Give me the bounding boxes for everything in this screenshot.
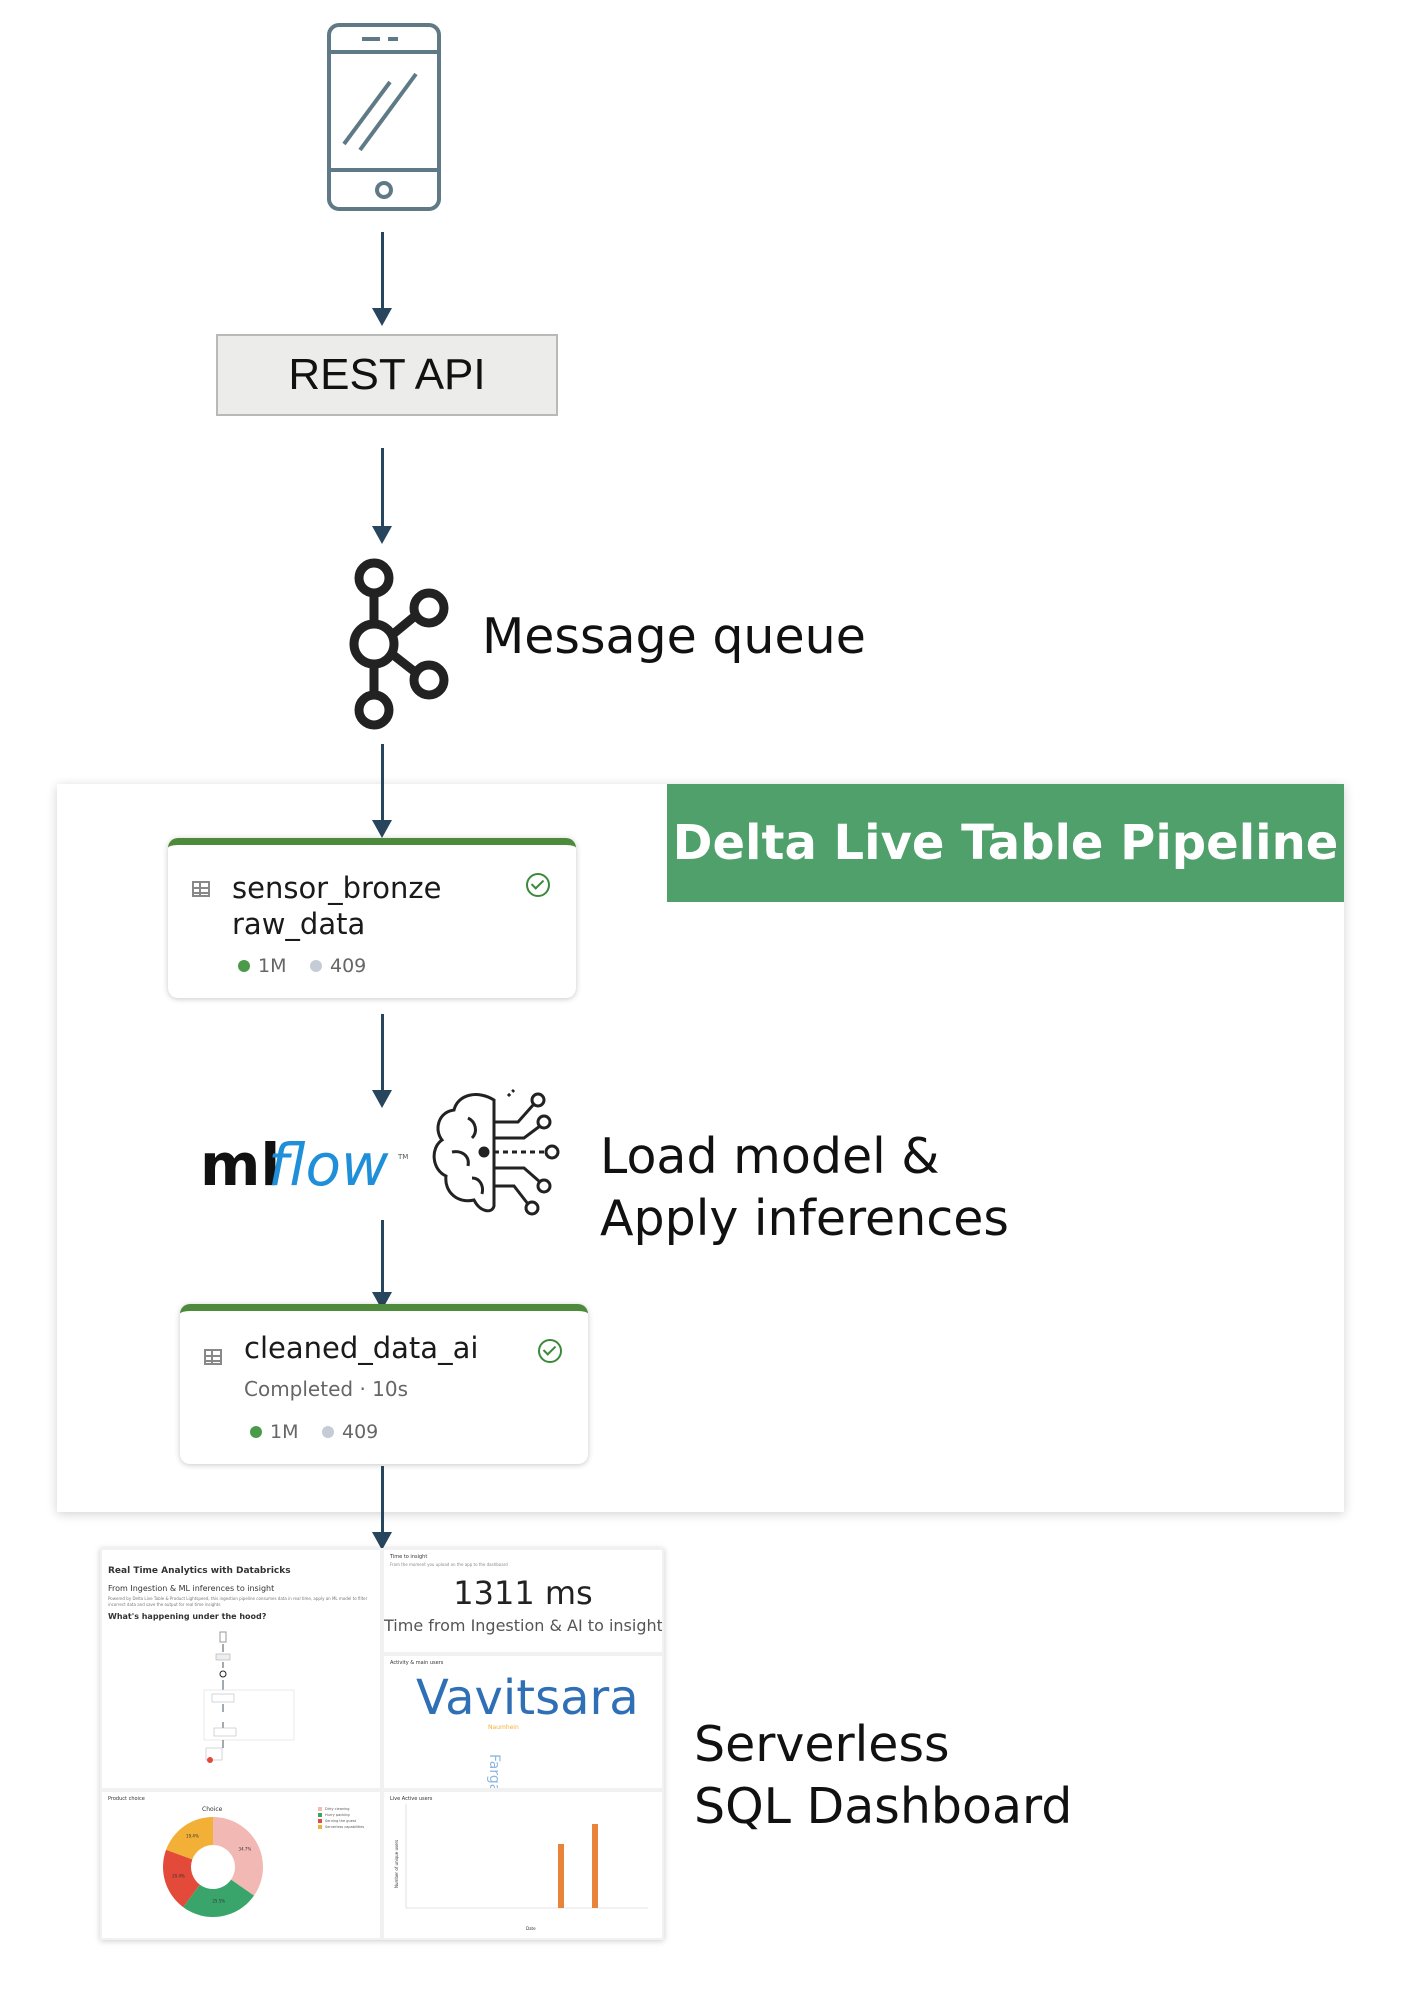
pie-legend-item: Hurry packing (318, 1812, 364, 1818)
status-dot-green-icon (250, 1426, 262, 1438)
pipeline-title: Delta Live Table Pipeline (672, 815, 1339, 871)
legend-label: Serverless capabilities (325, 1825, 365, 1829)
pie-slice-label: 25.5% (212, 1899, 225, 1904)
bar-y-axis-label: Number of unique users (394, 1839, 399, 1888)
message-queue-icon (349, 558, 449, 730)
pie-chart: 34.7% 25.5% 20.4% 19.4% (163, 1817, 263, 1917)
completed-check-icon (538, 1339, 562, 1363)
dashboard-subtitle: From Ingestion & ML inferences to insigh… (108, 1584, 275, 1593)
word-cloud-vertical-word: Fargani (486, 1754, 502, 1788)
node-name: sensor_bronze (232, 871, 442, 905)
legend-swatch (318, 1819, 322, 1823)
pie-title: Choice (202, 1806, 223, 1813)
live-active-users-tile: Live Active users Number of unique users… (384, 1792, 662, 1938)
stat-value: 1M (258, 955, 287, 977)
metric-label: Time from Ingestion & AI to insight (384, 1616, 662, 1635)
pie-tile-header: Product choice (108, 1796, 145, 1802)
node-status: Completed · 10s (244, 1377, 409, 1401)
message-queue-label: Message queue (482, 608, 866, 665)
product-choice-tile: Product choice Choice 34.7% 25.5% 20.4% 19.… (102, 1792, 380, 1938)
mlflow-logo: ml flow TM (200, 1131, 408, 1199)
arrow-api-to-queue (372, 448, 392, 544)
stat-value: 1M (270, 1421, 299, 1443)
bar-mark (592, 1824, 598, 1908)
stat-value: 409 (330, 955, 367, 977)
pipeline-node-sensor-bronze[interactable]: sensor_bronze raw_data 1M 409 (168, 838, 576, 998)
node-name: cleaned_data_ai (244, 1331, 479, 1365)
completed-check-icon (526, 873, 550, 897)
dashboard-question: What's happening under the hood? (108, 1612, 267, 1621)
users-word-cloud-tile: Activity & main users Vavitsara Naumhein… (384, 1656, 662, 1788)
pie-legend-item: Dirty cleaning (318, 1806, 364, 1812)
sql-dashboard-thumbnail[interactable]: Real Time Analytics with Databricks From… (100, 1548, 664, 1940)
word-cloud-main-word: Vavitsara (416, 1670, 639, 1726)
node-stat-rows: 1M (238, 955, 286, 977)
legend-label: Hurry packing (325, 1813, 350, 1817)
pipeline-title-banner: Delta Live Table Pipeline (667, 784, 1344, 902)
pipeline-node-cleaned-data-ai[interactable]: cleaned_data_ai Completed · 10s 1M 409 (180, 1304, 588, 1464)
model-label-line2: Apply inferences (600, 1190, 1009, 1247)
bar-tile-header: Live Active users (390, 1796, 433, 1802)
arrow-phone-to-api (372, 232, 392, 326)
mlflow-tm-text: TM (397, 1153, 408, 1161)
pie-slice-label: 19.4% (186, 1833, 199, 1838)
pie-slice (183, 1879, 254, 1917)
arrow-model-to-clean (372, 1220, 392, 1310)
bar-x-axis-label: Date (526, 1926, 536, 1931)
status-dot-green-icon (238, 960, 250, 972)
dashboard-label-line2: SQL Dashboard (694, 1778, 1073, 1835)
dashboard-info-tile: Real Time Analytics with Databricks From… (102, 1550, 380, 1788)
rest-api-box: REST API (216, 334, 558, 416)
word-cloud-small-word: Naumhein (488, 1724, 519, 1731)
pie-legend-item: Serving the guest (318, 1818, 364, 1824)
legend-swatch (318, 1807, 322, 1811)
bar-chart-plot (405, 1804, 648, 1909)
legend-swatch (318, 1825, 322, 1829)
dashboard-label-line1: Serverless (694, 1716, 950, 1773)
node-subname: raw_data (232, 907, 366, 941)
model-label-line1: Load model & (600, 1128, 940, 1185)
bar-mark (558, 1844, 564, 1908)
table-icon (192, 881, 210, 897)
mlflow-flow-text: flow (268, 1131, 389, 1199)
arrow-queue-to-bronze (372, 744, 392, 838)
pie-slice (166, 1817, 213, 1860)
table-icon (204, 1349, 222, 1365)
time-to-insight-tile: Time to insight From the moment you uplo… (384, 1550, 662, 1652)
pie-slice-label: 34.7% (239, 1846, 252, 1851)
legend-swatch (318, 1813, 322, 1817)
rest-api-label: REST API (288, 350, 486, 399)
pie-legend-item: Serverless capabilities (318, 1824, 364, 1830)
pie-slice-label: 20.4% (172, 1873, 185, 1878)
metric-value: 1311 ms (453, 1574, 593, 1612)
pie-slice (163, 1849, 200, 1908)
metric-header: Time to insight (390, 1554, 428, 1560)
status-dot-gray-icon (310, 960, 322, 972)
node-stat-dropped: 409 (310, 955, 366, 977)
legend-label: Serving the guest (325, 1819, 357, 1823)
arrow-clean-to-dashboard (372, 1466, 392, 1550)
dashboard-title: Real Time Analytics with Databricks (108, 1566, 291, 1576)
legend-label: Dirty cleaning (325, 1807, 350, 1811)
dashboard-description: Powered by Delta Live Table & Product Li… (108, 1596, 368, 1607)
metric-subheader: From the moment you upload on the app to… (390, 1562, 508, 1567)
ai-brain-icon (432, 1088, 560, 1216)
mlflow-ml-text: ml (200, 1131, 280, 1199)
status-dot-gray-icon (322, 1426, 334, 1438)
mobile-phone-icon (327, 23, 441, 211)
word-cloud-header: Activity & main users (390, 1660, 444, 1666)
arrow-bronze-to-model (372, 1014, 392, 1108)
mini-architecture-diagram (203, 1631, 295, 1763)
pie-slice (213, 1817, 263, 1896)
node-stat-dropped: 409 (322, 1421, 378, 1443)
node-stat-rows: 1M (250, 1421, 298, 1443)
stat-value: 409 (342, 1421, 379, 1443)
